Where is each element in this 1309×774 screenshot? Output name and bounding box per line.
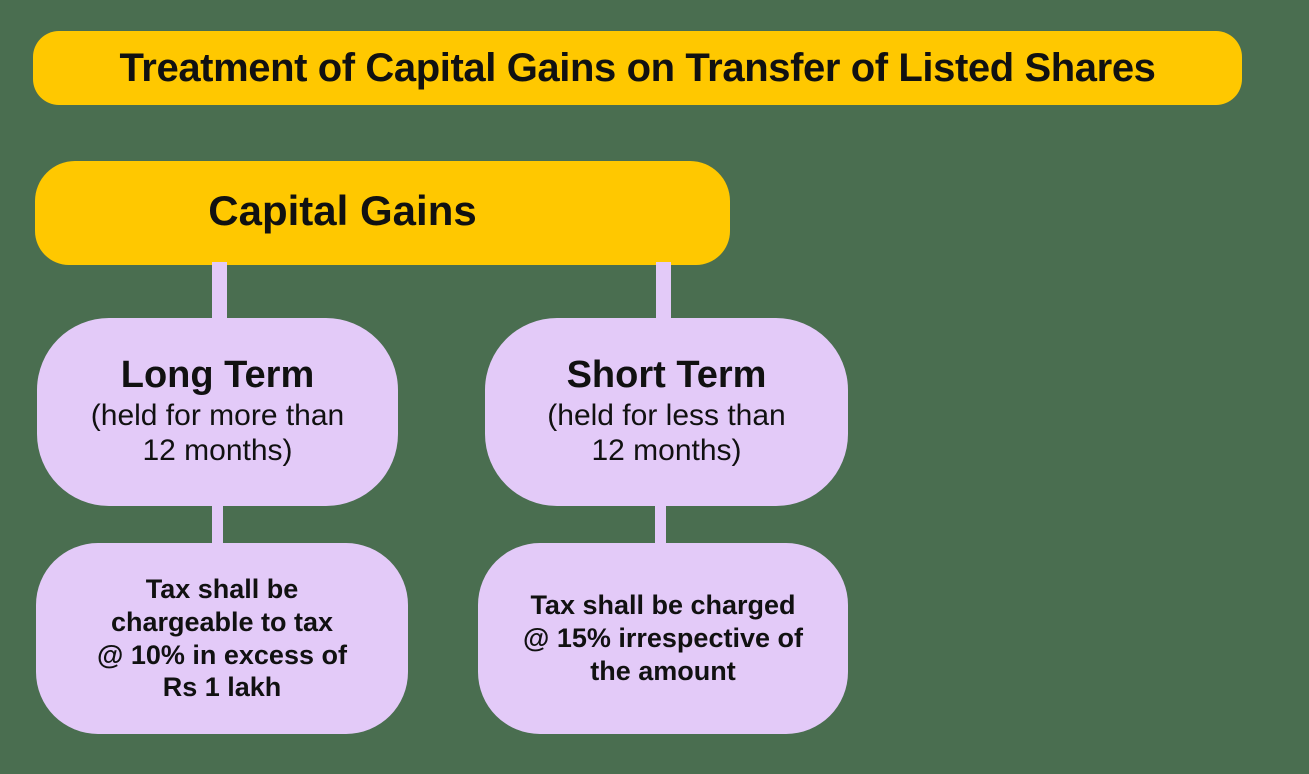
outcome-line-1: Tax shall be charged — [530, 590, 796, 621]
node-long-term-outcome-text: Tax shall be chargeable to tax @ 10% in … — [97, 573, 347, 705]
outcome-line-2: chargeable to tax — [110, 606, 334, 637]
outcome-line-1: Tax shall be — [145, 573, 299, 604]
outcome-line-3: the amount — [590, 655, 736, 686]
node-long-term-subtitle-line1: (held for more than — [90, 398, 345, 432]
connector-long-term-to-outcome — [212, 503, 223, 545]
node-long-term-title: Long Term — [120, 353, 315, 396]
connector-short-term-to-outcome — [655, 503, 666, 545]
outcome-line-2: @ 15% irrespective of — [523, 623, 803, 654]
outcome-line-3: @ 10% in excess of — [97, 639, 347, 670]
node-short-term-title: Short Term — [566, 353, 767, 396]
node-short-term-outcome-text: Tax shall be charged @ 15% irrespective … — [523, 589, 803, 688]
node-long-term-subtitle-line2: 12 months) — [142, 433, 293, 467]
node-capital-gains: Capital Gains — [35, 161, 730, 265]
title-banner: Treatment of Capital Gains on Transfer o… — [33, 31, 1242, 105]
connector-root-to-long-term — [212, 262, 227, 320]
connector-root-to-short-term — [656, 262, 671, 320]
node-long-term-outcome: Tax shall be chargeable to tax @ 10% in … — [36, 543, 408, 734]
node-short-term: Short Term (held for less than 12 months… — [485, 318, 848, 506]
outcome-line-4: Rs 1 lakh — [162, 672, 282, 703]
node-short-term-subtitle-line2: 12 months) — [591, 433, 742, 467]
node-long-term: Long Term (held for more than 12 months) — [37, 318, 398, 506]
page-title: Treatment of Capital Gains on Transfer o… — [119, 46, 1156, 90]
node-short-term-subtitle-line1: (held for less than — [547, 398, 786, 432]
node-capital-gains-label: Capital Gains — [208, 187, 477, 234]
node-short-term-outcome: Tax shall be charged @ 15% irrespective … — [478, 543, 848, 734]
